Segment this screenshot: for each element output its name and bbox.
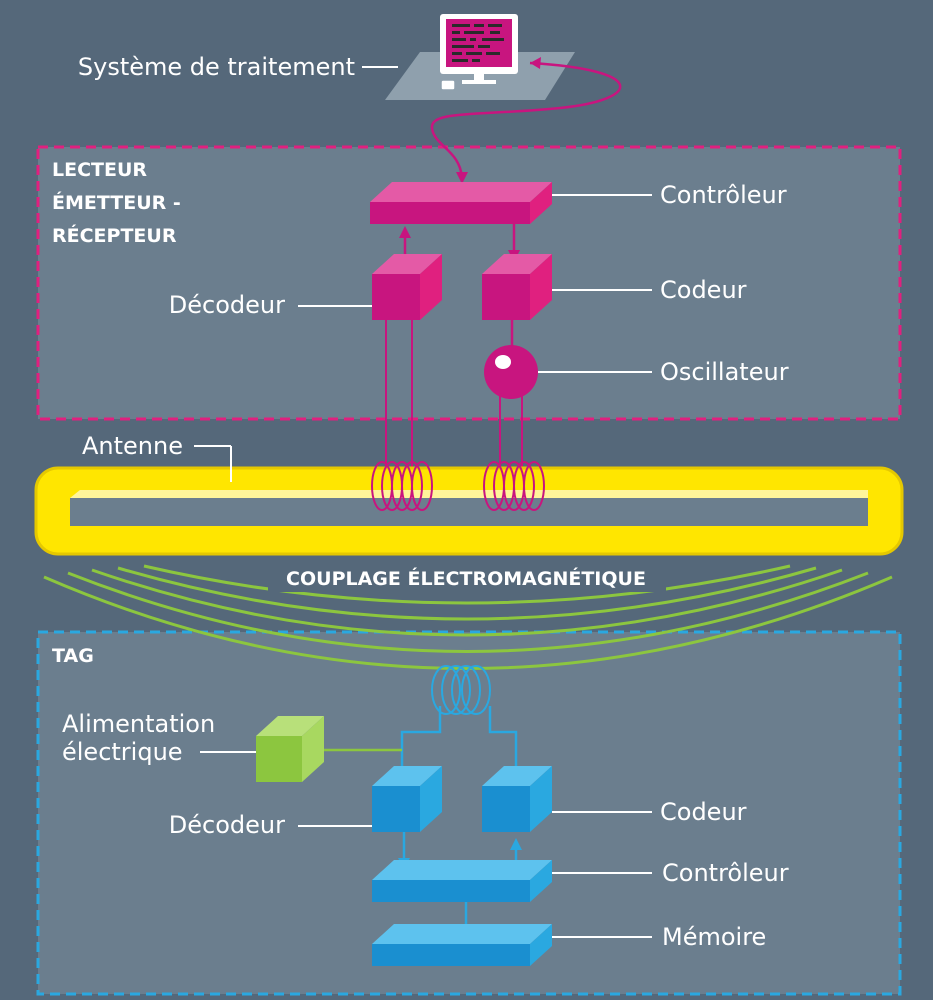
tag-coil — [431, 665, 491, 715]
arrowhead-up-tag — [510, 838, 522, 850]
reader-controller-block — [370, 182, 552, 224]
oscillator-sphere — [484, 345, 538, 399]
label-tag: TAG — [52, 645, 94, 667]
computer-icon — [385, 14, 575, 100]
tag-wires — [400, 706, 518, 774]
reader-coder-cube — [482, 254, 552, 320]
coupling-waves — [43, 564, 893, 670]
label-decodeur-bottom: Décodeur — [169, 811, 285, 839]
label-alimentation-2: électrique — [62, 738, 183, 766]
label-memoire: Mémoire — [662, 923, 766, 951]
label-codeur-bottom: Codeur — [660, 798, 747, 826]
label-lecteur-3: RÉCEPTEUR — [52, 224, 177, 247]
label-codeur-top: Codeur — [660, 276, 747, 304]
reader-coil-left — [371, 461, 433, 511]
label-lecteur-2: ÉMETTEUR - — [52, 191, 181, 214]
tag-controller-block — [372, 860, 552, 902]
coupling-label-bg — [268, 564, 666, 592]
oscillator-highlight — [495, 355, 511, 369]
power-supply-cube — [256, 716, 324, 782]
label-antenne: Antenne — [82, 432, 183, 460]
memory-block — [372, 924, 552, 966]
arrowhead-up-reader — [399, 226, 411, 238]
label-alimentation-1: Alimentation — [62, 710, 215, 738]
reader-decoder-cube — [372, 254, 442, 320]
reader-antenna-wires — [385, 320, 523, 470]
tag-coder-cube — [482, 766, 552, 832]
label-controleur-bottom: Contrôleur — [662, 859, 789, 887]
label-decodeur-top: Décodeur — [169, 291, 285, 319]
label-oscillateur: Oscillateur — [660, 358, 789, 386]
antenna-loop — [34, 466, 904, 556]
label-systeme: Système de traitement — [78, 53, 355, 81]
label-controleur-top: Contrôleur — [660, 181, 787, 209]
reader-coil-right — [483, 461, 545, 511]
link-computer-controller — [430, 61, 622, 179]
arrow-to-controller — [456, 172, 468, 184]
tag-decoder-cube — [372, 766, 442, 832]
arrow-to-computer — [530, 57, 541, 69]
label-lecteur-1: LECTEUR — [52, 159, 147, 181]
label-couplage: COUPLAGE ÉLECTROMAGNÉTIQUE — [286, 567, 646, 590]
